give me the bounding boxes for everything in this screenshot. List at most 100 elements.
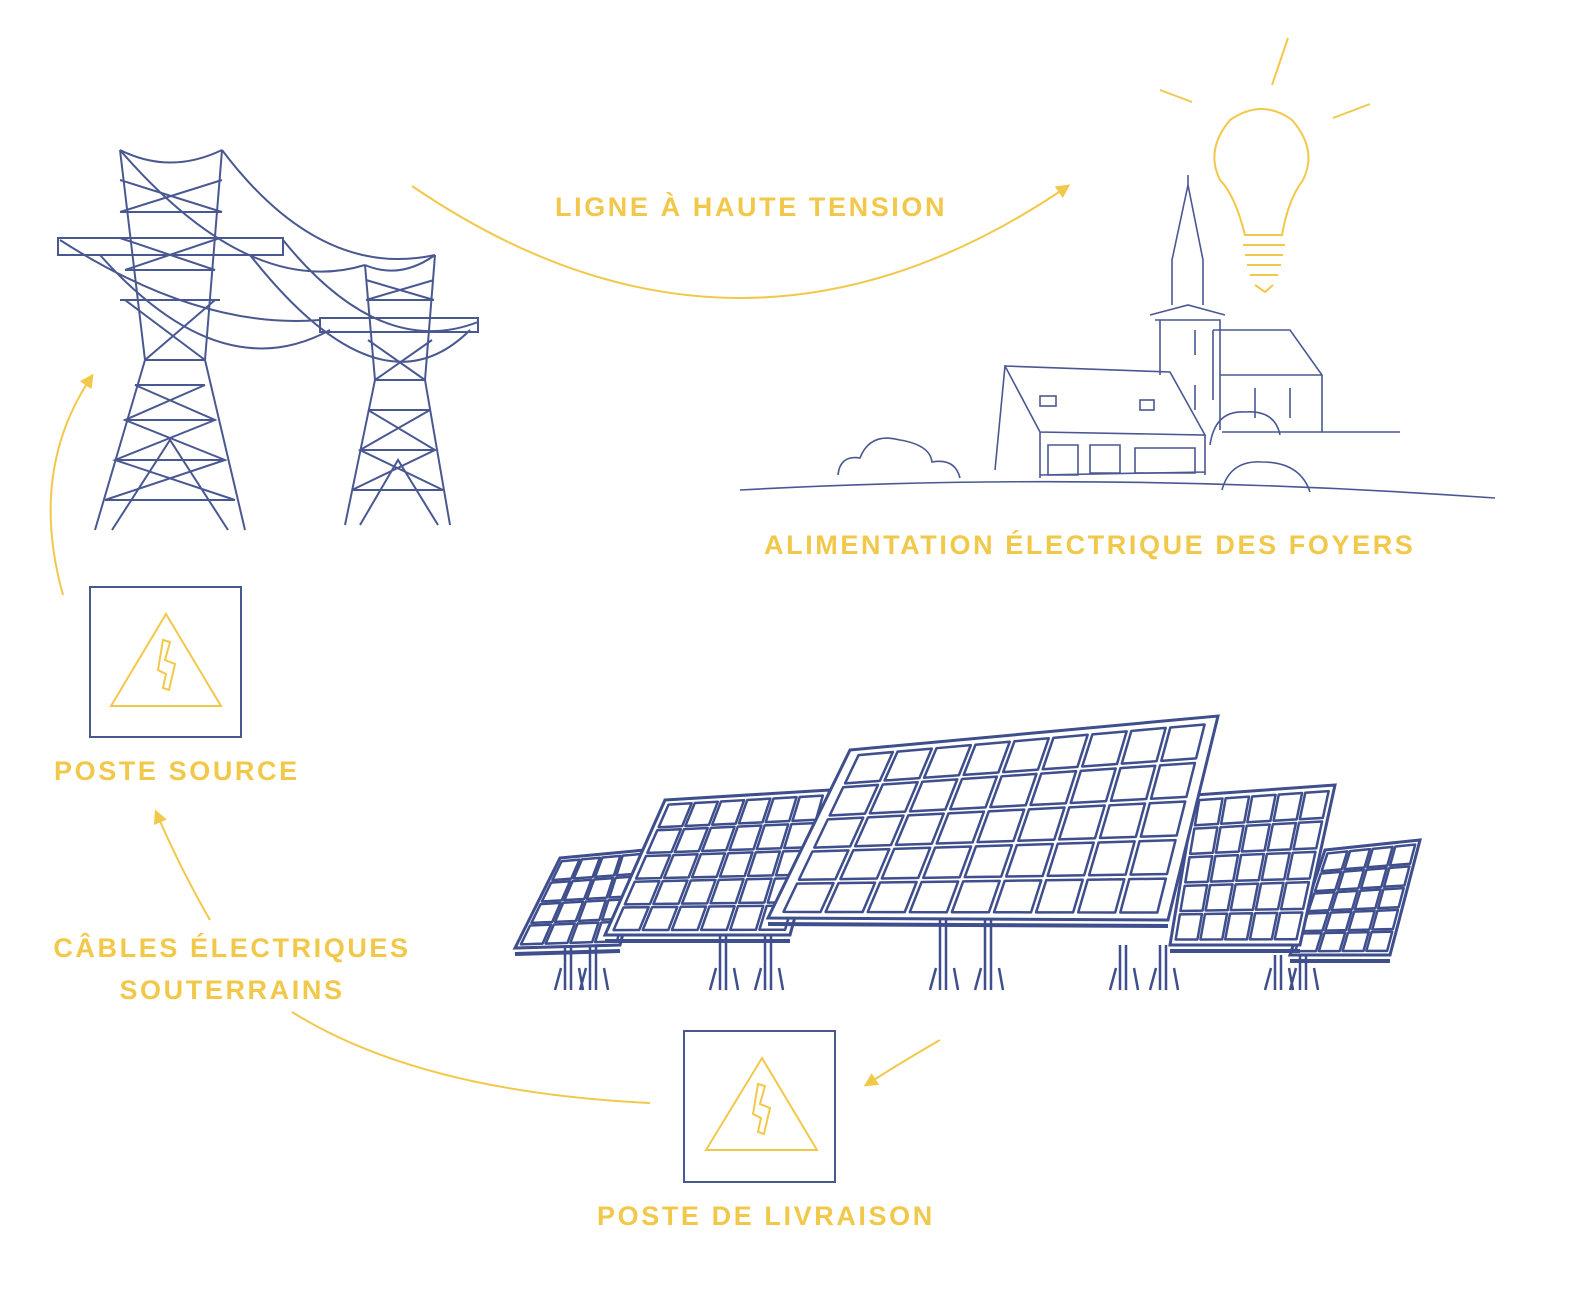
- solar-cell: [1098, 802, 1147, 840]
- solar-cell: [1376, 886, 1405, 910]
- solar-cell: [1260, 851, 1291, 882]
- solar-cell: [1160, 723, 1206, 763]
- solar-cell: [1248, 911, 1279, 941]
- solar-cell: [718, 851, 754, 878]
- solar-cell: [551, 858, 581, 882]
- flow-arrows: [49, 184, 1071, 1104]
- solar-cell: [540, 880, 572, 903]
- label-delivery-substation: POSTE DE LIVRAISON: [597, 1201, 935, 1231]
- solar-cell: [641, 905, 679, 932]
- solar-cell: [963, 843, 1014, 879]
- flow-arrow-icon: [411, 184, 1071, 299]
- solar-cell: [1229, 882, 1260, 912]
- solar-cell: [828, 783, 880, 817]
- solar-panel-icon: [1108, 783, 1337, 991]
- solar-cell: [1235, 852, 1266, 883]
- solar-cell: [572, 856, 602, 880]
- solar-cell: [1041, 733, 1089, 771]
- solar-cell: [962, 740, 1012, 777]
- solar-cell: [1320, 850, 1349, 873]
- label-underground-cables-1: CÂBLES ÉLECTRIQUES: [53, 933, 411, 963]
- solar-cell: [935, 810, 986, 845]
- solar-cell: [519, 923, 553, 946]
- solar-cell: [1313, 870, 1343, 893]
- solar-cell: [1370, 908, 1400, 931]
- solar-cell: [1214, 824, 1245, 854]
- solar-cell: [737, 877, 773, 905]
- solar-cell: [1286, 850, 1317, 881]
- solar-cell: [530, 901, 562, 925]
- solar-cell: [1120, 726, 1167, 765]
- solar-cell: [1298, 789, 1330, 821]
- solar-cell: [839, 847, 891, 881]
- solar-cell: [1273, 911, 1304, 941]
- solar-cell: [670, 905, 708, 932]
- solar-cell: [866, 880, 918, 914]
- solar-cell: [1343, 847, 1372, 871]
- solar-cell: [1272, 791, 1304, 822]
- solar-cell: [1366, 845, 1394, 869]
- solar-cell: [634, 853, 672, 880]
- solar-cell: [1017, 806, 1066, 843]
- solar-cell: [1004, 842, 1055, 878]
- solar-cell: [746, 850, 782, 878]
- solar-cell: [1246, 793, 1277, 824]
- solar-cell: [1184, 855, 1214, 884]
- solar-cell: [843, 750, 895, 785]
- flow-arrow-icon: [49, 373, 94, 596]
- solar-cell: [1254, 881, 1285, 911]
- solar-cell: [553, 900, 585, 924]
- solar-cell: [880, 846, 932, 880]
- solar-cell: [652, 879, 689, 906]
- solar-cell: [1087, 840, 1136, 877]
- solar-cell: [1292, 820, 1324, 851]
- solar-cell: [737, 797, 772, 825]
- solar-cell: [1034, 878, 1085, 914]
- solar-cell: [1109, 764, 1157, 803]
- solar-cell: [1193, 797, 1224, 827]
- solar-cell: [577, 899, 608, 923]
- solar-cell: [1388, 843, 1417, 867]
- solar-cell: [755, 823, 790, 851]
- solar-cell: [976, 808, 1026, 844]
- solar-cell: [593, 854, 622, 879]
- solar-cell: [662, 853, 699, 880]
- label-underground-cables-2: SOUTERRAINS: [119, 975, 345, 1005]
- solar-cell: [868, 780, 919, 815]
- solar-cell: [1069, 767, 1117, 805]
- source-substation-box: [89, 586, 242, 738]
- solar-cell: [1341, 930, 1370, 953]
- solar-cell: [782, 881, 835, 914]
- solar-cell: [1365, 930, 1394, 953]
- solar-cell: [1330, 889, 1359, 912]
- solar-cell: [853, 814, 905, 848]
- solar-cell: [992, 879, 1043, 914]
- solar-cell: [700, 825, 736, 853]
- solar-cell: [1279, 880, 1311, 911]
- solar-cell: [989, 772, 1038, 809]
- solar-cell: [673, 826, 709, 854]
- house-church-icon: [739, 175, 1496, 499]
- solar-cell: [1188, 826, 1219, 856]
- solar-cell: [1353, 888, 1382, 911]
- solar-cell: [1119, 877, 1168, 914]
- solar-cell: [894, 812, 945, 847]
- solar-cell: [544, 922, 577, 945]
- solar-cell: [1209, 853, 1240, 883]
- solar-cell: [623, 879, 661, 906]
- solar-cell: [728, 904, 765, 932]
- flow-arrow-icon: [153, 809, 211, 921]
- solar-cell: [1359, 866, 1388, 890]
- solar-farm: [512, 714, 1422, 991]
- solar-cell: [948, 775, 999, 811]
- pylon-icon: [57, 149, 479, 531]
- solar-cell: [908, 880, 960, 914]
- solar-cell: [1139, 800, 1187, 838]
- solar-cell: [1317, 931, 1347, 953]
- flow-arrow-icon: [291, 1011, 651, 1104]
- solar-cell: [1336, 868, 1366, 891]
- solar-cell: [1129, 838, 1177, 876]
- solar-panel-icon: [602, 788, 833, 991]
- solar-cell: [612, 905, 650, 932]
- solar-cell: [813, 816, 865, 849]
